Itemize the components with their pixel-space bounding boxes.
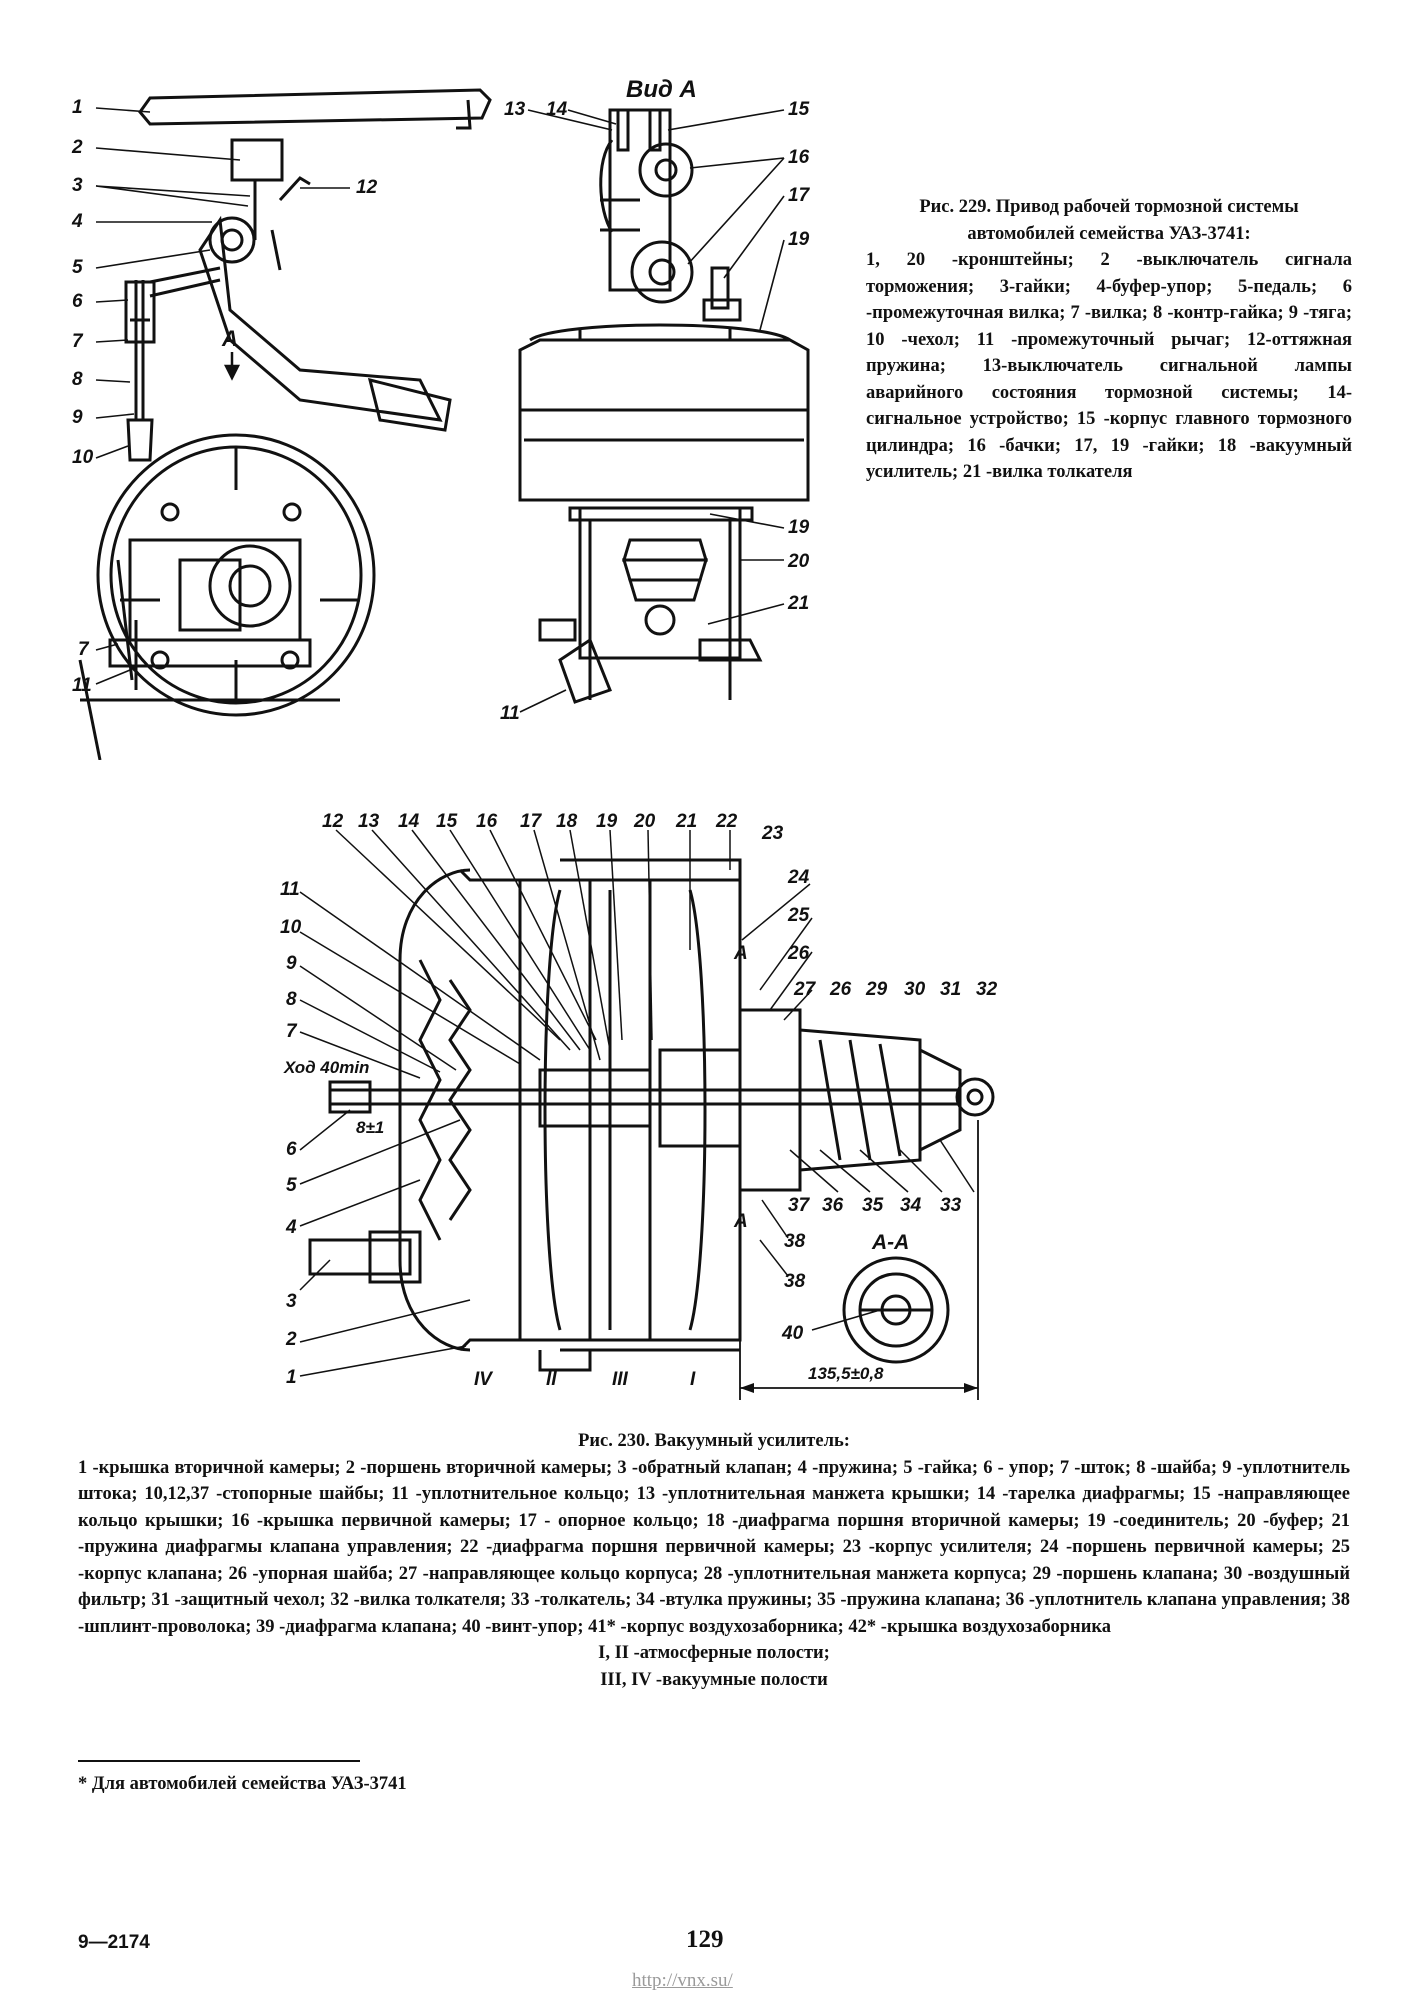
fig230-callout: 13 xyxy=(358,811,380,832)
fig230-callout: 9 xyxy=(286,953,297,974)
fig230-cavity-label: III xyxy=(612,1369,628,1390)
fig229-callout: 7 xyxy=(72,331,83,352)
fig229-callout: 5 xyxy=(72,257,83,278)
fig230-callout: 32 xyxy=(976,979,998,1000)
fig229-callout: 9 xyxy=(72,407,83,428)
fig230-callout: 20 xyxy=(634,811,656,832)
fig230-callout: 18 xyxy=(556,811,578,832)
fig229-callout: 11 xyxy=(500,703,520,724)
fig230-callout: 23 xyxy=(762,823,784,844)
fig230-callout: 29 xyxy=(866,979,888,1000)
fig230-callout: 21 xyxy=(676,811,698,832)
fig230-section-label: А-А xyxy=(872,1231,910,1254)
fig230-callout: 34 xyxy=(900,1195,922,1216)
fig230-callout: 40 xyxy=(782,1323,804,1344)
fig230-callout: 35 xyxy=(862,1195,884,1216)
fig230-dimension: 135,5±0,8 xyxy=(808,1364,884,1383)
fig230-callout: 1 xyxy=(286,1367,297,1388)
fig230-callout: 6 xyxy=(286,1139,297,1160)
fig230-callout: 27 xyxy=(794,979,816,1000)
fig230-callout: 5 xyxy=(286,1175,297,1196)
fig230-callout: 15 xyxy=(436,811,458,832)
fig229-callout: 17 xyxy=(788,185,810,206)
fig230-callout: 36 xyxy=(822,1195,844,1216)
fig230-callout: 26 xyxy=(830,979,852,1000)
fig230-stroke-label: Ход 40min xyxy=(284,1058,370,1077)
fig229-callout: 4 xyxy=(72,211,83,232)
fig230-callout: 10 xyxy=(280,917,302,938)
fig229-callout: 3 xyxy=(72,175,83,196)
source-url[interactable]: http://vnx.su/ xyxy=(632,1970,733,1991)
fig230-cavity-label: IV xyxy=(474,1369,492,1390)
fig230-callout: 14 xyxy=(398,811,420,832)
fig230-callout: 38 xyxy=(784,1231,806,1252)
fig229-callout: 1 xyxy=(72,97,83,118)
fig229-view-label: Вид А xyxy=(626,76,697,103)
fig230-caption-body: 1 -крышка вторичной камеры; 2 -поршень в… xyxy=(78,1457,1350,1637)
fig230-callout: 30 xyxy=(904,979,926,1000)
page-number: 129 xyxy=(686,1926,724,1953)
fig230-caption-title: Рис. 230. Вакуумный усилитель: xyxy=(578,1431,850,1451)
fig230-cavity-label: I xyxy=(690,1369,696,1390)
fig229-callout: 15 xyxy=(788,99,810,120)
fig230-caption: Рис. 230. Вакуумный усилитель: 1 -крышка… xyxy=(78,1428,1350,1693)
fig230-drawing xyxy=(299,829,995,1400)
fig229-callout: 2 xyxy=(72,137,83,158)
fig230-callout: 7 xyxy=(286,1021,297,1042)
fig229-callout: 8 xyxy=(72,369,83,390)
fig229-callout: 19 xyxy=(788,517,810,538)
fig229-callout: 10 xyxy=(72,447,94,468)
fig229-callout: 14 xyxy=(546,99,568,120)
fig230-section-mark: A xyxy=(734,1211,748,1232)
printer-signature: 9—2174 xyxy=(78,1932,150,1953)
fig229-callout: 11 xyxy=(72,675,92,696)
fig229-callout: 20 xyxy=(788,551,810,572)
fig229-callout: 13 xyxy=(504,99,526,120)
fig230-callout: 4 xyxy=(286,1217,297,1238)
fig229-caption-title: Рис. 229. Привод рабочей тормозной систе… xyxy=(919,197,1299,244)
fig230-callout: 37 xyxy=(788,1195,810,1216)
fig229-arrow-label: А xyxy=(222,326,238,351)
fig230-callout: 12 xyxy=(322,811,344,832)
fig230-callout: 22 xyxy=(716,811,738,832)
footnote: * Для автомобилей семейства УАЗ-3741 xyxy=(78,1774,407,1794)
fig229-callout: 6 xyxy=(72,291,83,312)
fig229-caption-body: 1, 20 -кронштейны; 2 -выключатель сигнал… xyxy=(866,250,1352,482)
fig229-drawing xyxy=(78,88,810,760)
fig230-callout: 19 xyxy=(596,811,618,832)
fig229-caption: Рис. 229. Привод рабочей тормозной систе… xyxy=(866,194,1352,486)
fig230-callout: 8 xyxy=(286,989,297,1010)
fig230-callout: 17 xyxy=(520,811,542,832)
fig229-callout: 7 xyxy=(78,639,89,660)
footnote-rule xyxy=(78,1760,360,1762)
fig229-callout: 12 xyxy=(356,177,378,198)
fig230-callout: 11 xyxy=(280,879,300,900)
fig230-caption-cavities-1: I, II -атмосферные полости; xyxy=(598,1643,830,1663)
fig230-section-mark: A xyxy=(734,943,748,964)
fig230-callout: 3 xyxy=(286,1291,297,1312)
fig230-cavity-label: II xyxy=(546,1369,557,1390)
fig230-callout: 24 xyxy=(788,867,810,888)
fig230-callout: 38 xyxy=(784,1271,806,1292)
fig230-callout: 31 xyxy=(940,979,962,1000)
fig230-callout: 16 xyxy=(476,811,498,832)
fig230-callout: 26 xyxy=(788,943,810,964)
fig230-caption-cavities-2: III, IV -вакуумные полости xyxy=(600,1669,828,1690)
fig230-callout: 33 xyxy=(940,1195,962,1216)
fig230-callout: 2 xyxy=(286,1329,297,1350)
fig229-callout: 19 xyxy=(788,229,810,250)
fig230-callout: 25 xyxy=(788,905,810,926)
fig229-callout: 16 xyxy=(788,147,810,168)
fig229-callout: 21 xyxy=(788,593,810,614)
fig230-gap-label: 8±1 xyxy=(356,1118,385,1137)
